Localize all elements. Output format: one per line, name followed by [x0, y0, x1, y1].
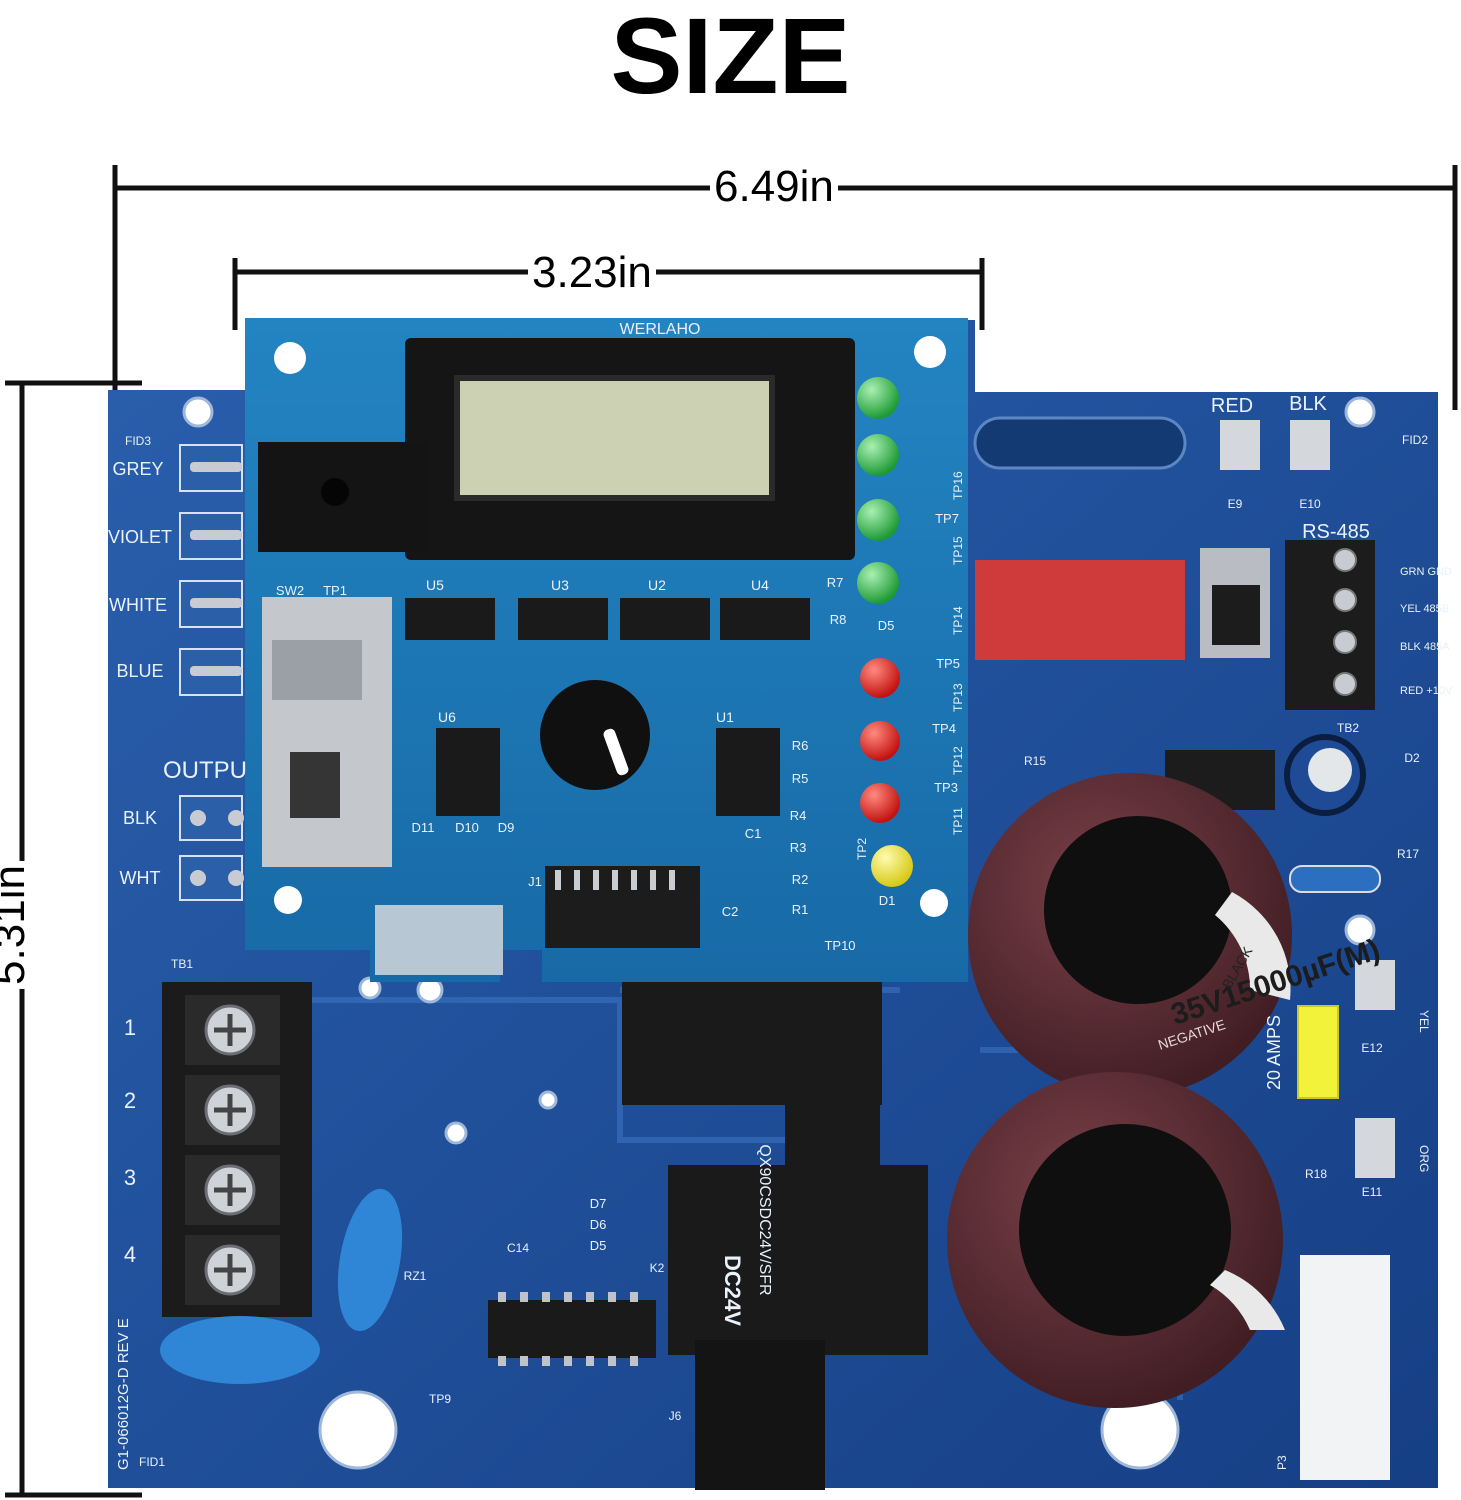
label-e12: E12 [1361, 1041, 1383, 1055]
label-tp4: TP4 [932, 721, 956, 736]
label-tp11: TP11 [951, 807, 965, 835]
capacitor-bottom [947, 1072, 1285, 1408]
label-d11: D11 [412, 820, 435, 835]
label-r5: R5 [792, 771, 809, 786]
jumper-red-label: RED [1211, 395, 1253, 417]
label-u5: U5 [426, 577, 444, 593]
label-tb1: TB1 [171, 957, 193, 971]
label-e10: E10 [1299, 497, 1321, 511]
label-j1: J1 [528, 874, 542, 889]
slide-switch [262, 597, 392, 867]
label-tp2: TP2 [855, 838, 869, 860]
label-c14: C14 [507, 1241, 529, 1255]
relay-label: QX90CSDC24V/SFR [756, 1144, 773, 1295]
label-sw2: SW2 [276, 583, 304, 598]
label-u6: U6 [438, 709, 456, 725]
terminal-number-1: 1 [124, 1015, 136, 1040]
label-e11: E11 [1362, 1185, 1383, 1199]
label-r7: R7 [827, 575, 844, 590]
label-e9: E9 [1228, 497, 1243, 511]
label-tp15: TP15 [951, 536, 965, 565]
capacitor-top [968, 773, 1292, 1097]
dimension-lines [5, 165, 1458, 1498]
label-tp9: TP9 [429, 1392, 451, 1406]
width-dimension: 6.49in [710, 162, 838, 212]
label-p3: P3 [1275, 1455, 1289, 1470]
brand-label: WERLAHO [620, 321, 701, 338]
rs485-label: RS-485 [1302, 521, 1370, 543]
label-d1: D1 [879, 893, 896, 908]
label-r18: R18 [1305, 1167, 1327, 1181]
relay-coil-label: DC24V [720, 1255, 745, 1326]
output-wht-label: WHT [120, 868, 161, 888]
label-fid1: FID1 [139, 1455, 165, 1469]
wire-label-blue: BLUE [116, 661, 163, 681]
label-yel: YEL [1417, 1010, 1431, 1033]
label-d5: D5 [878, 618, 895, 633]
label-r2: R2 [792, 872, 809, 887]
label-d9: D9 [498, 820, 515, 835]
jumper-blk-label: BLK [1289, 393, 1327, 415]
terminal-block [162, 982, 312, 1317]
label-r8: R8 [830, 612, 847, 627]
lcd-screen [454, 375, 775, 501]
label-j6: J6 [669, 1409, 682, 1423]
label-r1: R1 [792, 902, 809, 917]
label-u3: U3 [551, 577, 569, 593]
label-tp5: TP5 [936, 656, 960, 671]
label-fid3: FID3 [125, 434, 151, 448]
label-r6: R6 [792, 738, 809, 753]
label-tp10: TP10 [824, 938, 855, 953]
label-k2: K2 [650, 1261, 665, 1275]
height-dimension: 5.31in [0, 861, 35, 989]
label-tb2: TB2 [1337, 721, 1359, 735]
led-column [857, 377, 913, 887]
fuse-label: 20 AMPS [1264, 1015, 1284, 1090]
rotary-knob [540, 680, 650, 790]
label-u1: U1 [716, 709, 734, 725]
label-u4: U4 [751, 577, 769, 593]
terminal-number-3: 3 [124, 1165, 136, 1190]
label-r15: R15 [1024, 754, 1046, 768]
controller-width-dimension: 3.23in [528, 248, 656, 298]
label-d5-lower: D5 [590, 1238, 607, 1253]
wire-label-white: WHITE [109, 595, 167, 615]
heading: SIZE [610, 0, 851, 116]
label-tp3: TP3 [934, 780, 958, 795]
label-tp16: TP16 [951, 471, 965, 500]
label-tp7: TP7 [935, 511, 959, 526]
terminal-number-2: 2 [124, 1088, 136, 1113]
label-c1: C1 [745, 826, 762, 841]
wire-label-violet: VIOLET [108, 527, 172, 547]
rs485-pin-3: BLK 485A [1400, 641, 1450, 653]
label-d2: D2 [1404, 751, 1420, 765]
wire-label-grey: GREY [112, 459, 163, 479]
rs485-pin-4: RED +10V [1400, 685, 1453, 697]
label-tp14: TP14 [951, 606, 965, 635]
label-r4: R4 [790, 808, 807, 823]
label-u2: U2 [648, 577, 666, 593]
label-fid2: FID2 [1402, 433, 1428, 447]
output-blk-label: BLK [123, 808, 157, 828]
label-r3: R3 [790, 840, 807, 855]
label-org: ORG [1417, 1145, 1431, 1172]
label-d6: D6 [590, 1217, 607, 1232]
part-number-label: G1-066012G-D REV E [115, 1318, 132, 1470]
label-tp12: TP12 [951, 746, 965, 775]
label-r17: R17 [1397, 847, 1419, 861]
label-d10: D10 [455, 820, 479, 835]
rs485-pin-1: GRN GND [1400, 566, 1452, 578]
label-tp13: TP13 [951, 683, 965, 712]
label-d7: D7 [590, 1196, 607, 1211]
output-label: OUTPU [163, 757, 247, 784]
label-c2: C2 [722, 904, 739, 919]
label-rz1: RZ1 [404, 1269, 427, 1283]
rs485-pin-2: YEL 485B [1400, 603, 1449, 615]
label-tp1: TP1 [323, 583, 347, 598]
terminal-number-4: 4 [124, 1242, 136, 1267]
